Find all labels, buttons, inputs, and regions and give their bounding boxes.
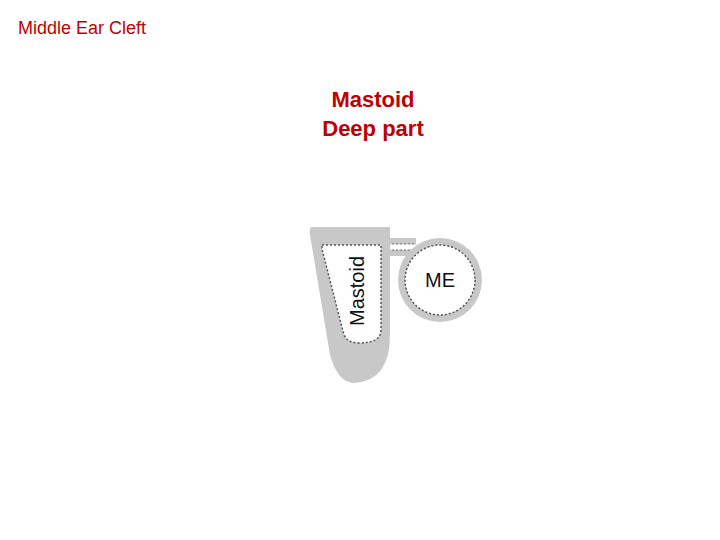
section-heading: Mastoid Deep part (303, 86, 443, 143)
node-label: ME (425, 269, 455, 291)
middle-ear-circle: ME (398, 238, 482, 322)
channel-edge (388, 244, 416, 245)
air-cell-space (322, 245, 381, 343)
page-title: Middle Ear Cleft (18, 18, 146, 39)
air-space (405, 245, 475, 315)
mastoid-shape: Mastoid (308, 225, 390, 385)
node-label: Mastoid (346, 256, 368, 326)
bone-wall (310, 227, 390, 383)
channel-lumen (388, 245, 416, 250)
bone-wall (398, 238, 482, 322)
